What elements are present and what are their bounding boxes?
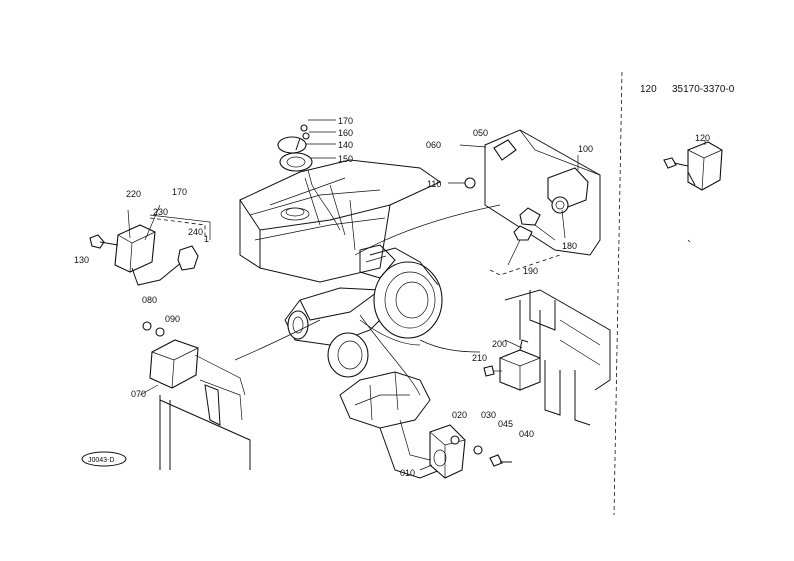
callout-040: 040: [519, 429, 534, 439]
tractor-outline: [239, 159, 443, 479]
drawing-ref-stamp: [81, 451, 127, 467]
relay-assembly-group: [89, 204, 206, 286]
bracket-mark: 1: [204, 234, 209, 244]
callout-230: 230: [153, 207, 168, 217]
callout-110: 110: [427, 179, 441, 189]
callout-010: 010: [400, 468, 415, 478]
panel-separator-line: [613, 71, 623, 516]
header-item-number: 120: [640, 84, 657, 95]
callout-050: 050: [473, 128, 488, 138]
callout-030: 030: [481, 410, 496, 420]
callout-130: 130: [74, 255, 89, 265]
bracket-assembly-group: [419, 424, 512, 479]
callout-200: 200: [492, 339, 507, 349]
callout-140: 140: [338, 140, 353, 150]
callout-060: 060: [426, 140, 441, 150]
callout-045: 045: [498, 419, 513, 429]
callout-070: 070: [131, 389, 146, 399]
callout-020: 020: [452, 410, 467, 420]
key-switch-assembly-group: [448, 129, 601, 266]
callout-170-left: 170: [172, 187, 187, 197]
callout-180: 180: [562, 241, 577, 251]
callout-080: 080: [142, 295, 157, 305]
callout-220: 220: [126, 189, 141, 199]
callout-190: 190: [523, 266, 538, 276]
drawing-ref-text: J0043-D: [88, 457, 114, 464]
callout-170-upper: 170: [338, 116, 353, 126]
callout-100: 100: [578, 144, 593, 154]
callout-150: 150: [338, 154, 353, 164]
flasher-assembly-group: [483, 289, 611, 426]
callout-210: 210: [472, 353, 487, 363]
callout-160: 160: [338, 128, 353, 138]
leader-lines: [149, 169, 561, 396]
sensor-assembly-group: [277, 119, 336, 172]
callout-090: 090: [165, 314, 180, 324]
header-part-number: 35170-3370-0: [672, 84, 735, 95]
horn-assembly-group: [139, 321, 251, 470]
part-120-group: [663, 140, 723, 243]
callout-240: 240: [188, 227, 203, 237]
callout-120-detail: 120: [695, 133, 710, 143]
